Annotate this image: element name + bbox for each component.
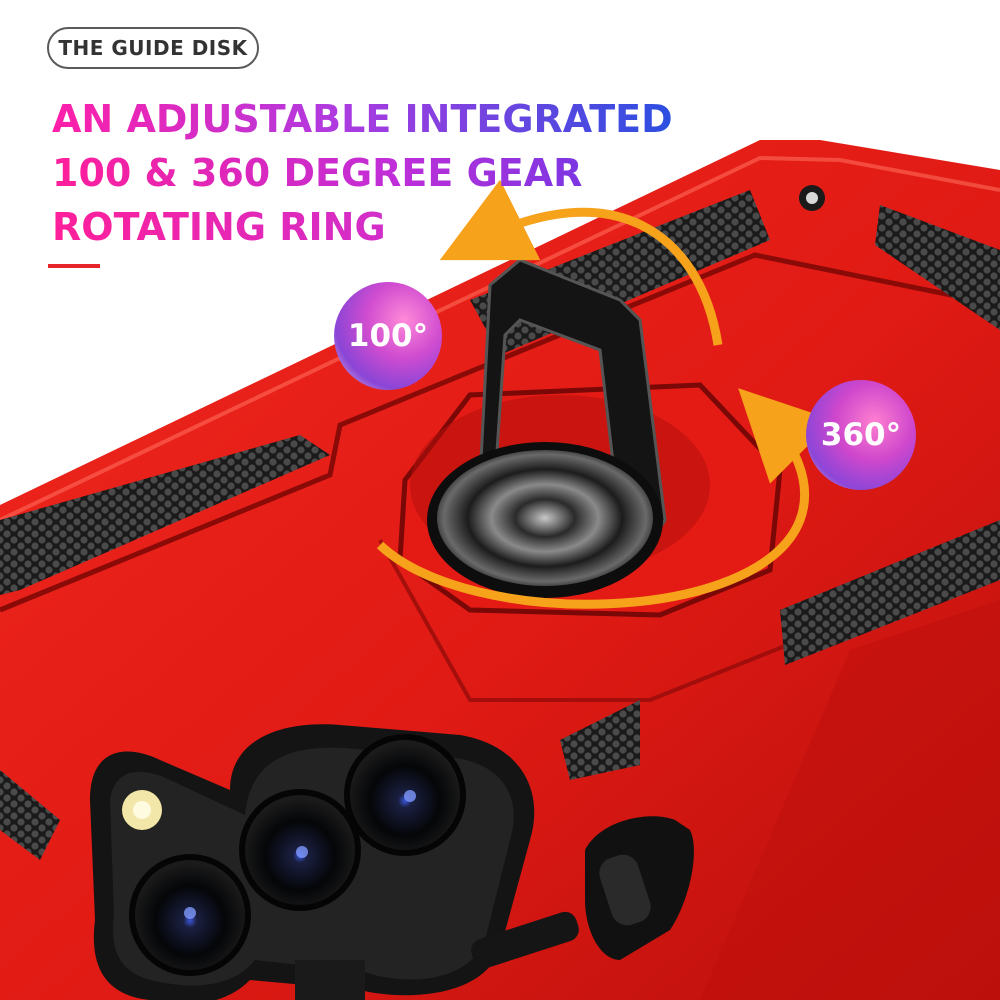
case-right-side	[700, 600, 1000, 1000]
guide-disk-face	[437, 450, 653, 586]
grip-panel-left	[0, 435, 330, 595]
case-inner-frame	[0, 252, 1000, 613]
headline: AN ADJUSTABLE INTEGRATED 100 & 360 DEGRE…	[52, 92, 673, 254]
grip-panel-bottom-left	[0, 770, 60, 860]
tilt-angle-callout: 100°	[334, 282, 442, 390]
rotation-angle-label: 360°	[820, 417, 902, 453]
tilt-angle-label: 100°	[347, 318, 429, 354]
guide-disk-badge: THE GUIDE DISK	[47, 27, 259, 69]
grip-panel-right	[780, 520, 1000, 665]
guide-disk-badge-label: THE GUIDE DISK	[58, 36, 248, 60]
headline-line-1: AN ADJUSTABLE INTEGRATED	[52, 92, 673, 146]
rotation-arrow-icon-360	[376, 388, 834, 609]
rotation-angle-callout: 360°	[806, 380, 916, 490]
grip-panel-lower	[560, 700, 640, 780]
side-button-lower	[471, 911, 579, 969]
accent-divider	[48, 264, 100, 268]
headline-line-3: ROTATING RING	[52, 200, 673, 254]
grip-panel-top-right	[875, 205, 1000, 330]
rotation-arrow-icon	[439, 179, 723, 346]
headline-line-2: 100 & 360 DEGREE GEAR	[52, 146, 673, 200]
